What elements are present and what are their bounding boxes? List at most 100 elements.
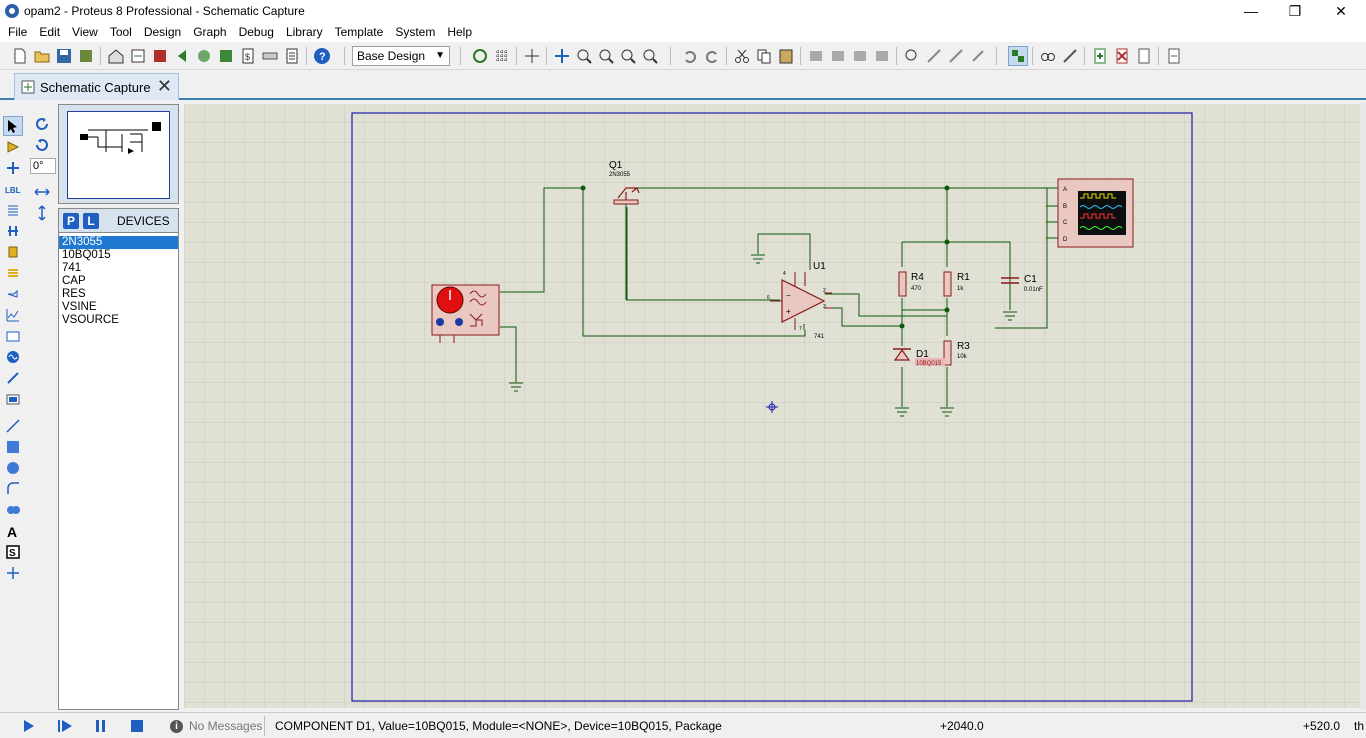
menu-edit[interactable]: Edit: [39, 25, 61, 39]
zoom-in-icon[interactable]: [574, 46, 594, 66]
play-icon[interactable]: [20, 718, 38, 734]
device-pins-mode-icon[interactable]: [3, 284, 23, 304]
maximize-button[interactable]: ❐: [1288, 2, 1302, 19]
undo-icon[interactable]: [680, 46, 700, 66]
arc-tool-icon[interactable]: [3, 479, 23, 499]
schematic-editor-canvas[interactable]: Q1 2N3055 − + U1 741 2 3 4 6 7: [182, 102, 1366, 710]
selection-mode-icon[interactable]: [3, 116, 23, 136]
import-icon[interactable]: [76, 46, 96, 66]
circle-tool-icon[interactable]: [3, 458, 23, 478]
device-item-741[interactable]: 741: [62, 262, 82, 274]
r1-resistor[interactable]: R1 1k: [943, 271, 970, 297]
paste-icon[interactable]: [776, 46, 796, 66]
grid-toggle-icon[interactable]: [492, 46, 512, 66]
tab-schematic-capture[interactable]: Schematic Capture ✕: [14, 73, 179, 100]
junction-dot-mode-icon[interactable]: [3, 158, 23, 178]
close-tab-icon[interactable]: ✕: [156, 76, 172, 96]
mirror-vertical-icon[interactable]: [32, 203, 52, 223]
rotation-angle-field[interactable]: 0°: [30, 158, 56, 174]
stop-icon[interactable]: [128, 718, 146, 734]
device-item-2n3055[interactable]: 2N3055: [59, 236, 178, 249]
menu-tool[interactable]: Tool: [109, 25, 132, 39]
close-button[interactable]: ✕: [1335, 2, 1347, 19]
save-icon[interactable]: [54, 46, 74, 66]
open-folder-icon[interactable]: [32, 46, 52, 66]
text-tool-icon[interactable]: A: [3, 521, 23, 541]
wire-label-mode-icon[interactable]: LBL: [3, 179, 23, 199]
u1-opamp[interactable]: − + U1 741 2 3 4 6 7: [767, 261, 832, 340]
copy-icon[interactable]: [754, 46, 774, 66]
vertical-scrollbar[interactable]: [1360, 102, 1366, 710]
packaging-tool-icon[interactable]: [946, 46, 966, 66]
menu-view[interactable]: View: [72, 25, 98, 39]
box-tool-icon[interactable]: [3, 437, 23, 457]
block-rotate-icon[interactable]: [850, 46, 870, 66]
device-item-10bq015[interactable]: 10BQ015: [62, 249, 111, 261]
path-tool-icon[interactable]: [3, 500, 23, 520]
menu-system[interactable]: System: [395, 25, 436, 39]
overview-window[interactable]: [58, 104, 179, 204]
home-icon[interactable]: [106, 46, 126, 66]
line-tool-icon[interactable]: [3, 416, 23, 436]
text-script-mode-icon[interactable]: [3, 200, 23, 220]
notes-icon[interactable]: [282, 46, 302, 66]
graph-mode-icon[interactable]: [3, 305, 23, 325]
pick-from-library-button[interactable]: P: [63, 213, 79, 229]
menu-help[interactable]: Help: [447, 25, 473, 39]
back-icon[interactable]: [172, 46, 192, 66]
source-code-icon[interactable]: [260, 46, 280, 66]
rotate-anticlockwise-icon[interactable]: [32, 135, 52, 155]
tape-recorder-mode-icon[interactable]: [3, 326, 23, 346]
pick-device-icon[interactable]: [902, 46, 922, 66]
r3-resistor[interactable]: R3 10k: [943, 340, 970, 366]
remove-sheet-icon[interactable]: [1112, 46, 1132, 66]
exit-to-parent-icon[interactable]: [1134, 46, 1154, 66]
signal-generator[interactable]: [431, 284, 500, 343]
rotate-clockwise-icon[interactable]: [32, 114, 52, 134]
3d-visualizer-icon[interactable]: [194, 46, 214, 66]
bom-icon[interactable]: $: [238, 46, 258, 66]
make-device-icon[interactable]: [924, 46, 944, 66]
property-assignment-icon[interactable]: [1060, 46, 1080, 66]
minimize-button[interactable]: —: [1244, 3, 1258, 19]
r4-resistor[interactable]: R4 470: [898, 271, 924, 297]
schematic-icon[interactable]: [128, 46, 148, 66]
design-explorer-icon[interactable]: [1164, 46, 1184, 66]
refresh-icon[interactable]: [470, 46, 490, 66]
decompose-icon[interactable]: [968, 46, 988, 66]
step-icon[interactable]: [56, 718, 74, 734]
wire-autorouter-icon[interactable]: [1008, 46, 1028, 66]
subcircuit-mode-icon[interactable]: [3, 242, 23, 262]
help-icon[interactable]: ?: [312, 46, 332, 66]
origin-icon[interactable]: [522, 46, 542, 66]
search-icon[interactable]: [1038, 46, 1058, 66]
device-item-vsource[interactable]: VSOURCE: [62, 314, 119, 326]
block-move-icon[interactable]: [828, 46, 848, 66]
menu-graph[interactable]: Graph: [193, 25, 227, 39]
zoom-area-icon[interactable]: [640, 46, 660, 66]
voltage-probe-mode-icon[interactable]: [3, 368, 23, 388]
schematic-sheet[interactable]: Q1 2N3055 − + U1 741 2 3 4 6 7: [182, 102, 1366, 710]
oscilloscope[interactable]: A B C D: [1057, 178, 1134, 248]
menu-file[interactable]: File: [8, 25, 28, 39]
block-delete-icon[interactable]: [872, 46, 892, 66]
zoom-out-icon[interactable]: [596, 46, 616, 66]
pcb-icon[interactable]: [150, 46, 170, 66]
d1-diode[interactable]: D1 10BQ015: [893, 348, 945, 367]
buses-mode-icon[interactable]: [3, 221, 23, 241]
symbol-tool-icon[interactable]: S: [3, 542, 23, 562]
menu-debug[interactable]: Debug: [238, 25, 274, 39]
virtual-instruments-mode-icon[interactable]: [3, 389, 23, 409]
device-item-cap[interactable]: CAP: [62, 275, 86, 287]
zoom-all-icon[interactable]: [618, 46, 638, 66]
pan-icon[interactable]: [552, 46, 572, 66]
menu-library[interactable]: Library: [285, 25, 323, 39]
new-file-icon[interactable]: [10, 46, 30, 66]
gerber-icon[interactable]: [216, 46, 236, 66]
device-item-vsine[interactable]: VSINE: [62, 301, 97, 313]
terminals-mode-icon[interactable]: [3, 263, 23, 283]
c1-capacitor[interactable]: C1 0.01nF: [1001, 274, 1043, 293]
menu-design[interactable]: Design: [143, 25, 182, 39]
design-variant-select[interactable]: Base Design▼: [352, 46, 450, 66]
